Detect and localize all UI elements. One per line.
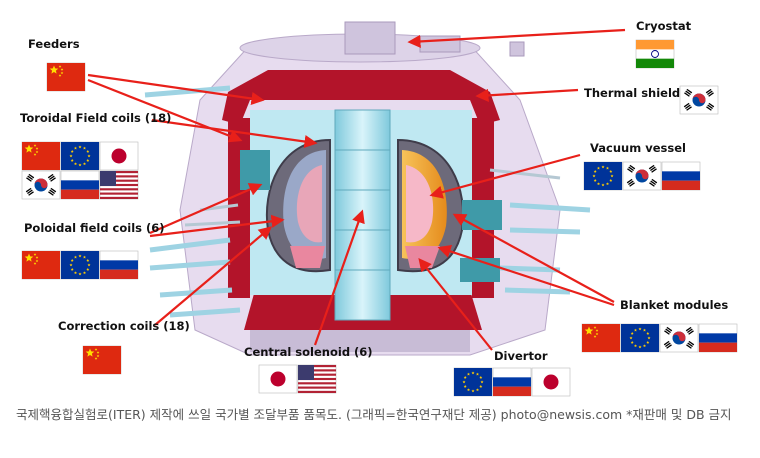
flags-central-solenoid — [258, 364, 337, 394]
flags-tf-coils — [21, 141, 139, 200]
flag-russia — [698, 323, 738, 353]
flags-cryostat — [635, 39, 675, 69]
arrow-pf-coils-2 — [149, 214, 285, 238]
label-divertor: Divertor — [494, 349, 548, 363]
arrow-thermal-shield — [475, 88, 579, 102]
flag-eu — [60, 250, 100, 280]
flag-china — [82, 345, 122, 375]
flag-usa — [99, 170, 139, 200]
label-pf-coils: Poloidal field coils (6) — [24, 221, 165, 235]
label-central-solenoid: Central solenoid (6) — [244, 345, 373, 359]
flag-russia — [492, 367, 532, 397]
flag-india — [635, 39, 675, 69]
arrow-blanket-1 — [452, 213, 615, 303]
label-tf-coils: Toroidal Field coils (18) — [20, 111, 171, 125]
label-blanket-modules: Blanket modules — [620, 298, 728, 312]
flag-china — [21, 141, 61, 171]
flag-japan — [258, 364, 298, 394]
flag-russia — [661, 161, 701, 191]
flag-usa — [297, 364, 337, 394]
flag-russia — [60, 170, 100, 200]
label-vacuum-vessel: Vacuum vessel — [590, 141, 686, 155]
flag-korea — [21, 170, 61, 200]
arrow-divertor — [418, 257, 493, 351]
arrow-correction-coils — [154, 226, 273, 326]
arrow-central-solenoid — [313, 209, 365, 346]
arrow-feeders-1 — [87, 73, 265, 106]
arrow-tf-coils — [151, 118, 318, 149]
flag-eu — [583, 161, 623, 191]
arrow-pf-coils-1 — [149, 183, 263, 235]
label-thermal-shield: Thermal shield — [584, 86, 680, 100]
flags-pf-coils — [21, 250, 139, 280]
label-correction-coils: Correction coils (18) — [58, 319, 190, 333]
flag-korea — [659, 323, 699, 353]
flag-china — [21, 250, 61, 280]
flag-japan — [531, 367, 571, 397]
arrows — [87, 28, 626, 351]
flag-japan — [99, 141, 139, 171]
flag-korea — [679, 85, 719, 115]
arrow-blanket-2 — [437, 245, 615, 307]
flags-vacuum-vessel — [583, 161, 701, 191]
flags-feeders — [46, 62, 86, 92]
flag-china — [46, 62, 86, 92]
flags-thermal-shield — [679, 85, 719, 115]
flag-eu — [453, 367, 493, 397]
arrow-vacuum-vessel — [429, 153, 581, 199]
flags-blanket-modules — [581, 323, 738, 353]
tokamak-illustration — [144, 21, 591, 356]
flag-china — [581, 323, 621, 353]
flags-divertor — [453, 367, 571, 397]
flag-eu — [620, 323, 660, 353]
flag-korea — [622, 161, 662, 191]
flags-correction-coils — [82, 345, 122, 375]
flag-eu — [60, 141, 100, 171]
photo-caption: 국제핵융합실험로(ITER) 제작에 쓰일 국가별 조달부품 품목도. (그래픽… — [16, 407, 732, 422]
flag-russia — [99, 250, 139, 280]
label-feeders: Feeders — [28, 37, 80, 51]
label-cryostat: Cryostat — [636, 19, 692, 33]
arrow-feeders-2 — [87, 78, 243, 143]
arrow-cryostat — [407, 28, 626, 49]
